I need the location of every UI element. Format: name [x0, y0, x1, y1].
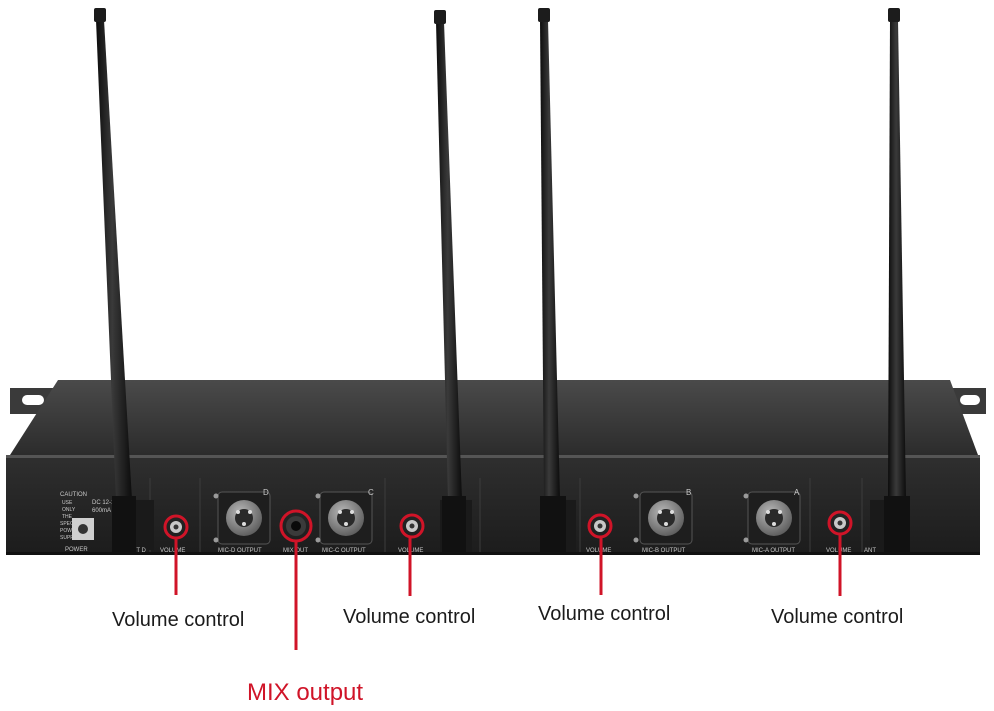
svg-text:C: C — [368, 488, 374, 497]
panel-dividers — [149, 478, 863, 552]
svg-text:SUPPLY: SUPPLY — [60, 535, 80, 541]
chassis-top — [10, 380, 978, 455]
svg-text:MIC-D OUTPUT: MIC-D OUTPUT — [218, 548, 262, 554]
svg-text:ONLY: ONLY — [62, 507, 76, 513]
svg-text:B: B — [686, 488, 691, 497]
volume-knob-3[interactable] — [587, 513, 613, 539]
svg-text:D: D — [263, 488, 269, 497]
svg-text:MIC-A OUTPUT: MIC-A OUTPUT — [752, 548, 795, 554]
volume-control-label-2: Volume control — [343, 606, 476, 628]
volume-knob-1[interactable] — [163, 514, 189, 540]
antenna-a — [884, 8, 910, 554]
svg-text:POWER: POWER — [65, 547, 88, 553]
svg-text:THE: THE — [62, 514, 73, 520]
xlr-output-d[interactable] — [213, 491, 271, 545]
svg-text:POWER: POWER — [60, 528, 79, 534]
svg-text:VOLUME: VOLUME — [160, 548, 185, 554]
svg-text:VOLUME: VOLUME — [586, 548, 611, 554]
svg-text:SPECIFIC: SPECIFIC — [60, 521, 83, 527]
svg-text:A: A — [794, 488, 800, 497]
antenna-c — [434, 10, 466, 554]
svg-text:CAUTION: CAUTION — [60, 492, 87, 498]
xlr-output-c[interactable] — [315, 491, 373, 545]
volume-control-label-1: Volume control — [112, 609, 245, 631]
rear-panel — [6, 455, 980, 555]
power-section: CAUTION USE ONLY THE SPECIFIC POWER SUPP… — [60, 492, 122, 553]
svg-text:MIC-C OUTPUT: MIC-C OUTPUT — [322, 548, 366, 554]
leader-lines — [174, 534, 842, 650]
antenna-b — [538, 8, 566, 554]
volume-control-label-4: Volume control — [771, 606, 904, 628]
mix-output-label: MIX output — [247, 679, 364, 706]
svg-text:DC 12-18V: DC 12-18V — [92, 500, 122, 506]
svg-text:ANT D: ANT D — [128, 548, 147, 554]
svg-text:MIC-B OUTPUT: MIC-B OUTPUT — [642, 548, 686, 554]
xlr-output-b[interactable] — [633, 491, 693, 545]
svg-text:ANT: ANT — [864, 548, 876, 554]
xlr-output-a[interactable] — [743, 491, 801, 545]
svg-text:USE: USE — [62, 500, 73, 506]
volume-knob-2[interactable] — [399, 513, 425, 539]
antenna-d — [94, 8, 136, 554]
volume-control-label-3: Volume control — [538, 603, 671, 625]
svg-text:600mA: 600mA — [92, 508, 111, 514]
